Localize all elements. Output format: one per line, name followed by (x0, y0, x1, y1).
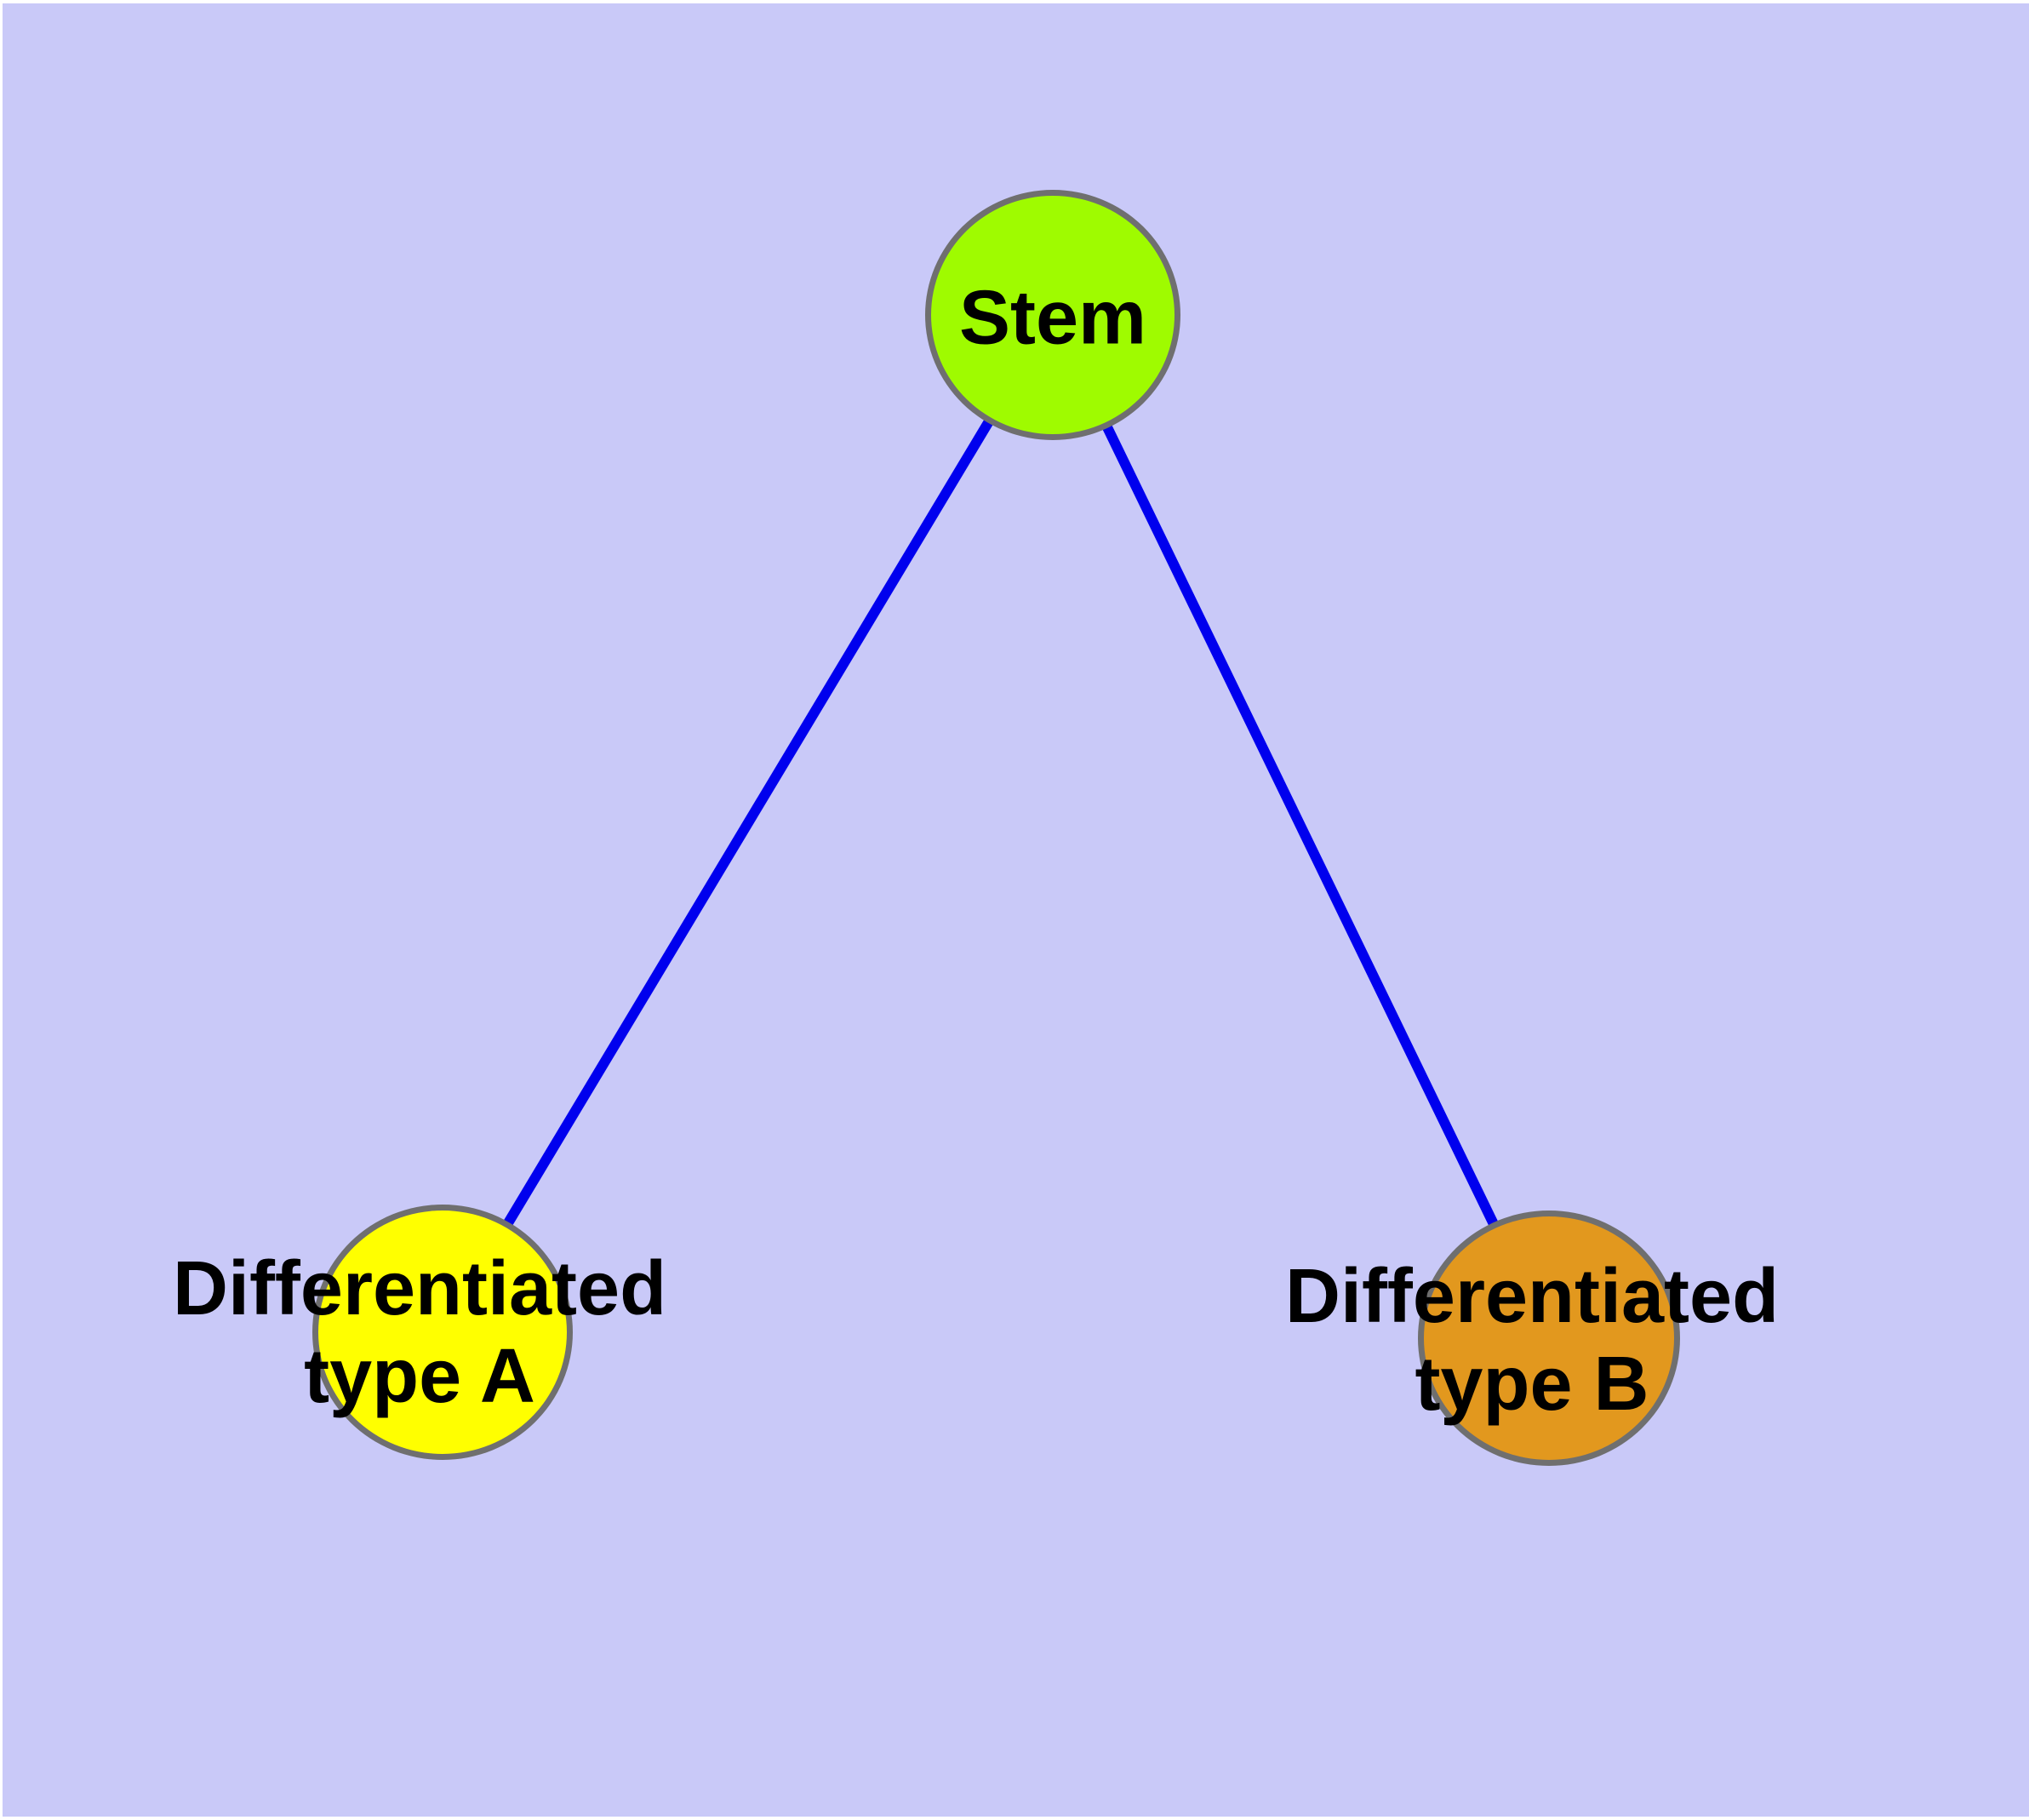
label-line: type A (304, 1334, 535, 1419)
label-line: Differentiated (172, 1246, 667, 1331)
graph-node-stem (925, 190, 1180, 440)
label-line: Differentiated (1284, 1254, 1780, 1339)
edge-layer (437, 312, 1554, 1341)
graph-node-differentiated-type-b (1418, 1210, 1680, 1466)
graph-edge-stem-to-differentiated-type-b (1048, 312, 1554, 1341)
graph-edge-stem-to-differentiated-type-a (437, 312, 1058, 1336)
label-line: type B (1415, 1342, 1649, 1427)
label-line: Stem (958, 275, 1147, 361)
graph-node-differentiated-type-a (312, 1205, 573, 1460)
graph-node-label-stem: Stem (959, 275, 1146, 363)
